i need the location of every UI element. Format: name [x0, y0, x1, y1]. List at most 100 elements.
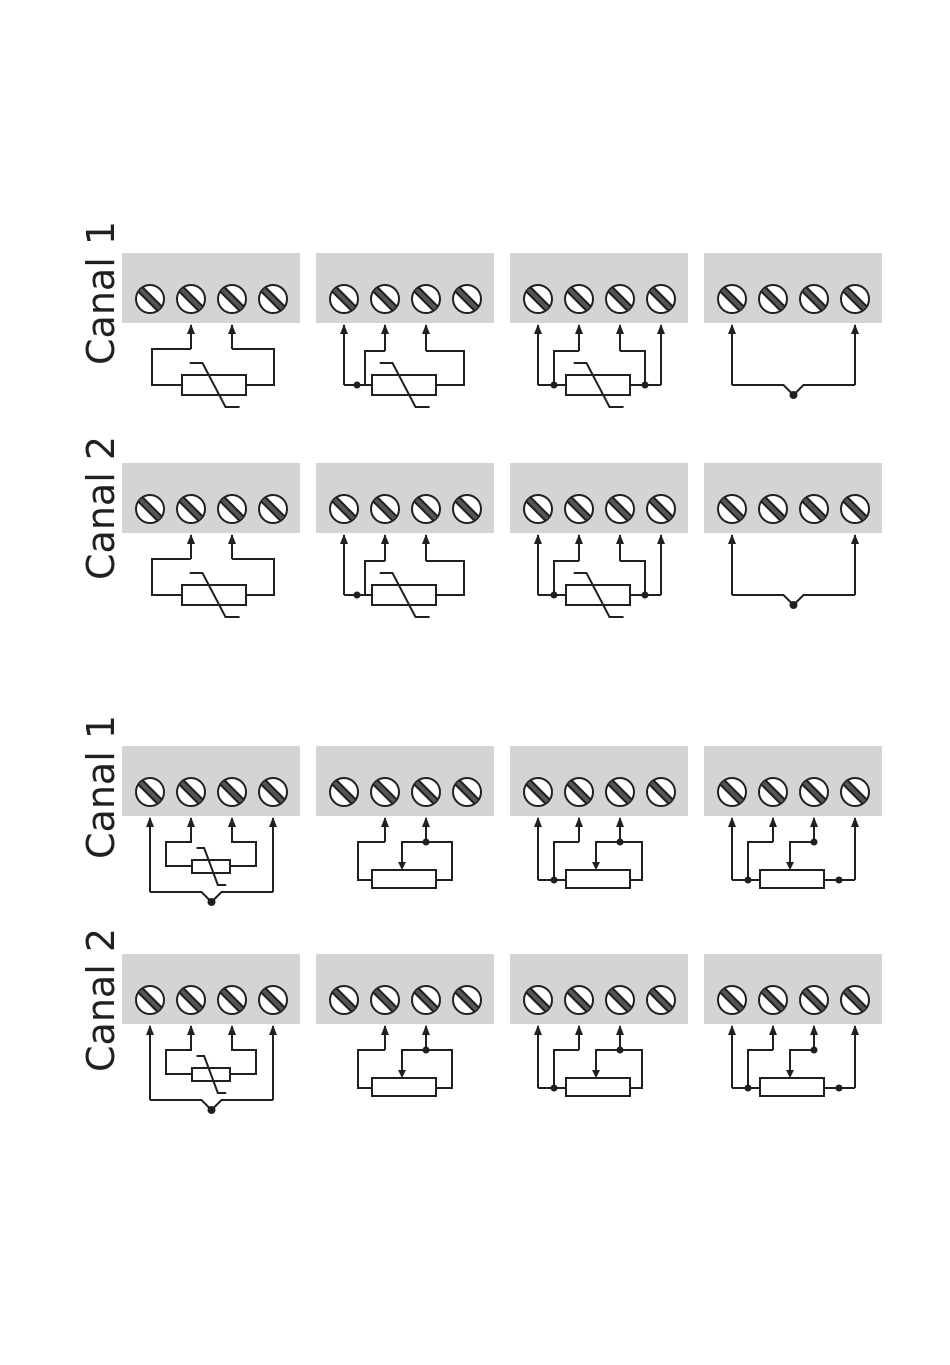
terminal-block [316, 746, 494, 816]
channel-label: Canal 1 [79, 715, 123, 859]
wire [596, 842, 620, 864]
thermocouple-diagram [732, 535, 855, 609]
screw-terminal-icon [412, 495, 440, 523]
screw-terminal-icon [606, 495, 634, 523]
screw-terminal-icon [718, 778, 746, 806]
screw-terminal-icon [606, 778, 634, 806]
terminal-block [122, 463, 300, 533]
thermistor-4-wire-diagram [538, 325, 661, 407]
potentiometer-3-wire-diagram [358, 818, 452, 888]
terminal-block [704, 954, 882, 1024]
screw-terminal-icon [177, 285, 205, 313]
channel-label: Canal 1 [79, 221, 123, 365]
terminal-block [316, 954, 494, 1024]
screw-terminal-icon [759, 285, 787, 313]
screw-terminal-icon [412, 778, 440, 806]
junction-dot-icon [745, 877, 752, 884]
junction-dot-icon [642, 592, 649, 599]
thermistor-4-wire-diagram [538, 535, 661, 617]
screw-terminal-icon [412, 986, 440, 1014]
channel-label: Canal 2 [79, 928, 123, 1072]
thermistor-icon [182, 363, 246, 407]
thermocouple-junction-icon [732, 385, 855, 399]
junction-dot-icon [836, 877, 843, 884]
screw-terminal-icon [371, 285, 399, 313]
junction-dot-icon [551, 382, 558, 389]
screw-terminal-icon [647, 285, 675, 313]
screw-terminal-icon [136, 986, 164, 1014]
thermistor-icon [182, 573, 246, 617]
terminal-block [510, 746, 688, 816]
screw-terminal-icon [565, 495, 593, 523]
screw-terminal-icon [800, 495, 828, 523]
wire [402, 1050, 426, 1072]
potentiometer-4-wire-diagram [538, 818, 642, 888]
terminal-block [704, 253, 882, 323]
screw-terminal-icon [759, 778, 787, 806]
terminal-block [316, 253, 494, 323]
screw-terminal-icon [259, 285, 287, 313]
screw-terminal-icon [453, 285, 481, 313]
thermistor-3-wire-diagram [344, 325, 464, 407]
terminal-block [122, 954, 300, 1024]
screw-terminal-icon [371, 986, 399, 1014]
potentiometer-icon [372, 862, 436, 888]
junction-dot-icon [354, 382, 361, 389]
wire [790, 1050, 814, 1072]
screw-terminal-icon [606, 285, 634, 313]
wire [166, 1028, 192, 1074]
screw-terminal-icon [177, 778, 205, 806]
screw-terminal-icon [330, 495, 358, 523]
terminal-block [122, 253, 300, 323]
screw-terminal-icon [565, 285, 593, 313]
screw-terminal-icon [565, 986, 593, 1014]
screw-terminal-icon [218, 495, 246, 523]
screw-terminal-icon [800, 986, 828, 1014]
channel-label: Canal 2 [79, 436, 123, 580]
thermistor-icon [372, 363, 436, 407]
wire [166, 820, 192, 866]
screw-terminal-icon [412, 285, 440, 313]
screw-terminal-icon [759, 495, 787, 523]
terminal-block [704, 746, 882, 816]
screw-terminal-icon [524, 986, 552, 1014]
screw-terminal-icon [136, 495, 164, 523]
potentiometer-icon [566, 1070, 630, 1096]
thermistor-icon [192, 1056, 230, 1093]
wire [790, 842, 814, 864]
potentiometer-4-wire-diagram [538, 1026, 642, 1096]
screw-terminal-icon [718, 986, 746, 1014]
junction-dot-icon [745, 1085, 752, 1092]
junction-dot-icon [836, 1085, 843, 1092]
screw-terminal-icon [330, 986, 358, 1014]
thermistor-differential-diagram [150, 1026, 273, 1114]
thermistor-3-wire-diagram [344, 535, 464, 617]
wire [230, 820, 256, 866]
screw-terminal-icon [453, 495, 481, 523]
screw-terminal-icon [259, 778, 287, 806]
screw-terminal-icon [218, 986, 246, 1014]
junction-dot-icon [551, 592, 558, 599]
screw-terminal-icon [647, 986, 675, 1014]
screw-terminal-icon [800, 778, 828, 806]
thermocouple-diagram [732, 325, 855, 399]
screw-terminal-icon [841, 778, 869, 806]
screw-terminal-icon [524, 285, 552, 313]
screw-terminal-icon [177, 495, 205, 523]
terminal-block [704, 463, 882, 533]
thermistor-2-wire-diagram [152, 325, 274, 407]
screw-terminal-icon [330, 778, 358, 806]
wire [230, 1028, 256, 1074]
potentiometer-icon [566, 862, 630, 888]
thermistor-icon [372, 573, 436, 617]
potentiometer-3-wire-diagram [358, 1026, 452, 1096]
wire [596, 1050, 620, 1072]
screw-terminal-icon [524, 495, 552, 523]
screw-terminal-icon [718, 285, 746, 313]
potentiometer-icon [760, 862, 824, 888]
thermocouple-junction-icon [732, 595, 855, 609]
terminal-block [510, 954, 688, 1024]
thermistor-icon [566, 363, 630, 407]
screw-terminal-icon [136, 285, 164, 313]
